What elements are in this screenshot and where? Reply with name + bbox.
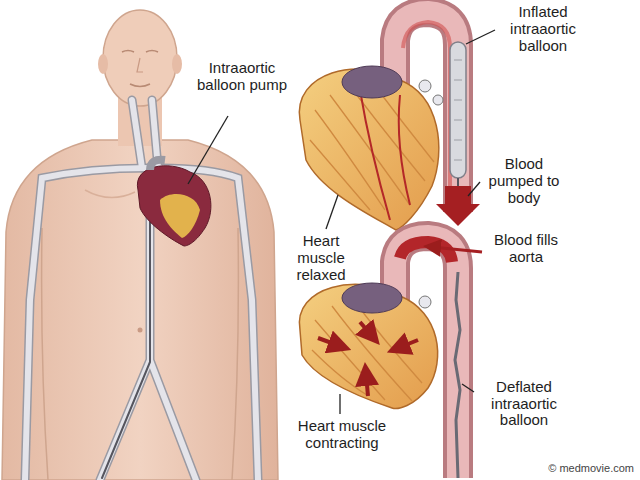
part-label: Heart muscle relaxed (283, 233, 359, 283)
part-label: Deflated intraaortic balloon (478, 379, 570, 429)
heart-relaxed-illustration (299, 12, 480, 230)
small-heart (137, 160, 211, 246)
artery-tree (25, 100, 258, 480)
part-label: Blood fills aorta (486, 232, 566, 266)
part-label: Inflated intraaortic balloon (498, 4, 588, 54)
part-label: Intraaortic balloon pump (196, 60, 288, 94)
part-label: Blood pumped to body (482, 156, 566, 206)
watermark: © medmovie.com (500, 462, 634, 474)
part-label: Heart muscle contracting (262, 418, 422, 452)
